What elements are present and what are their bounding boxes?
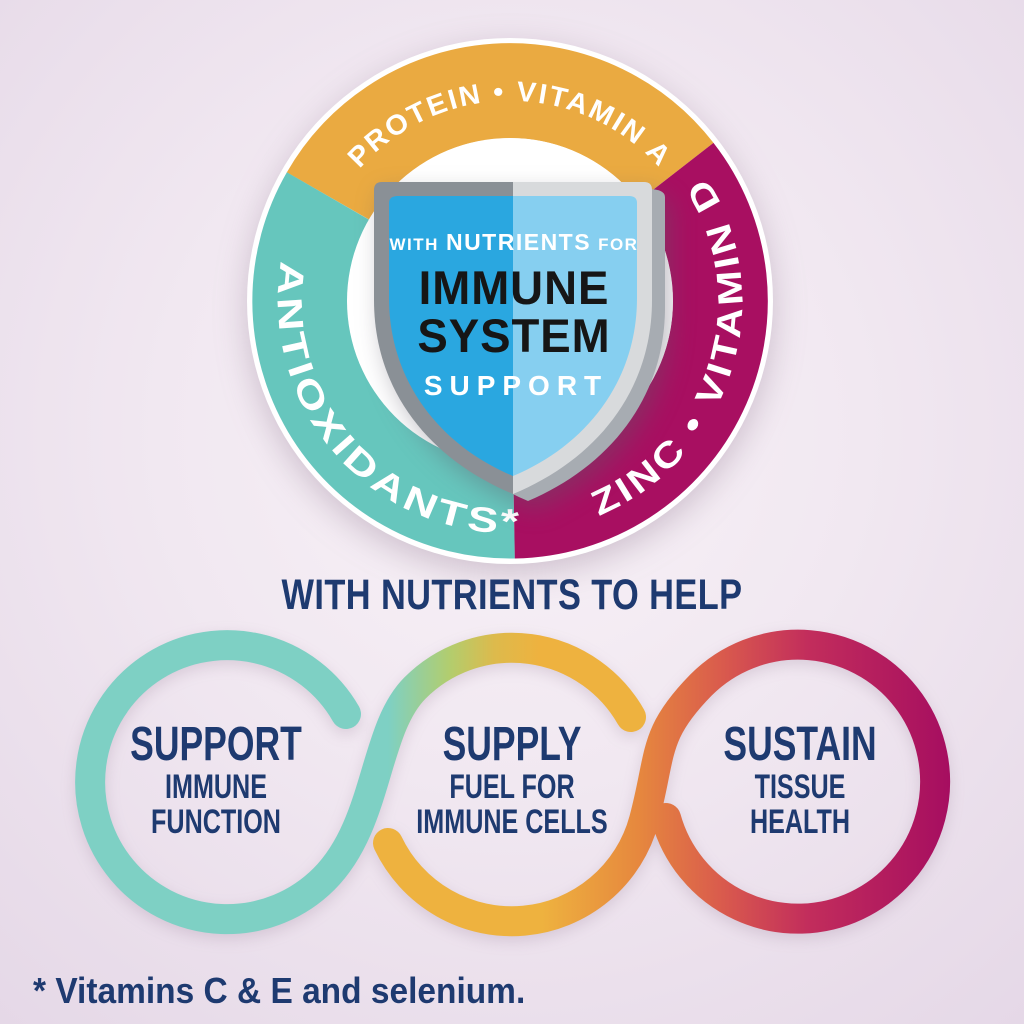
shield-inner bbox=[389, 196, 637, 476]
loop-subtitle-line1: TISSUE bbox=[755, 768, 846, 806]
loop-label-support: SUPPORT IMMUNE FUNCTION bbox=[130, 717, 302, 841]
shield-title-line1: IMMUNE bbox=[419, 261, 610, 314]
arc-segment-zinc-vitamin-d bbox=[512, 142, 768, 559]
loop-subtitle-line2: FUNCTION bbox=[151, 803, 281, 841]
loop-label-sustain: SUSTAIN TISSUE HEALTH bbox=[723, 717, 876, 841]
arc-segment-protein-vitamin-a bbox=[286, 43, 714, 221]
triple-loop-ribbon bbox=[75, 629, 951, 937]
ribbon-stroke-teal-gold bbox=[75, 630, 646, 935]
loop-title: SUPPORT bbox=[130, 717, 302, 770]
loop-subtitle-line1: FUEL FOR bbox=[449, 768, 574, 806]
section-heading: WITH NUTRIENTS TO HELP bbox=[282, 571, 743, 618]
arc-segment-antioxidants bbox=[252, 172, 515, 559]
shield-subtitle: SUPPORT bbox=[424, 370, 608, 401]
ribbon-stroke-gold-magenta bbox=[373, 629, 951, 937]
loop-title: SUPPLY bbox=[443, 717, 582, 770]
loop-label-supply: SUPPLY FUEL FOR IMMUNE CELLS bbox=[416, 717, 607, 841]
loop-subtitle-line2: IMMUNE CELLS bbox=[416, 803, 607, 841]
shield-title-line2: SYSTEM bbox=[417, 309, 610, 362]
loop-title: SUSTAIN bbox=[723, 717, 876, 770]
loop-subtitle-line2: HEALTH bbox=[750, 803, 850, 841]
footnote: * Vitamins C & E and selenium. bbox=[33, 972, 525, 1011]
immune-badge: PROTEIN • VITAMIN A ANTIOXIDANTS* ZINC •… bbox=[247, 38, 773, 564]
loop-subtitle-line1: IMMUNE bbox=[165, 768, 267, 806]
